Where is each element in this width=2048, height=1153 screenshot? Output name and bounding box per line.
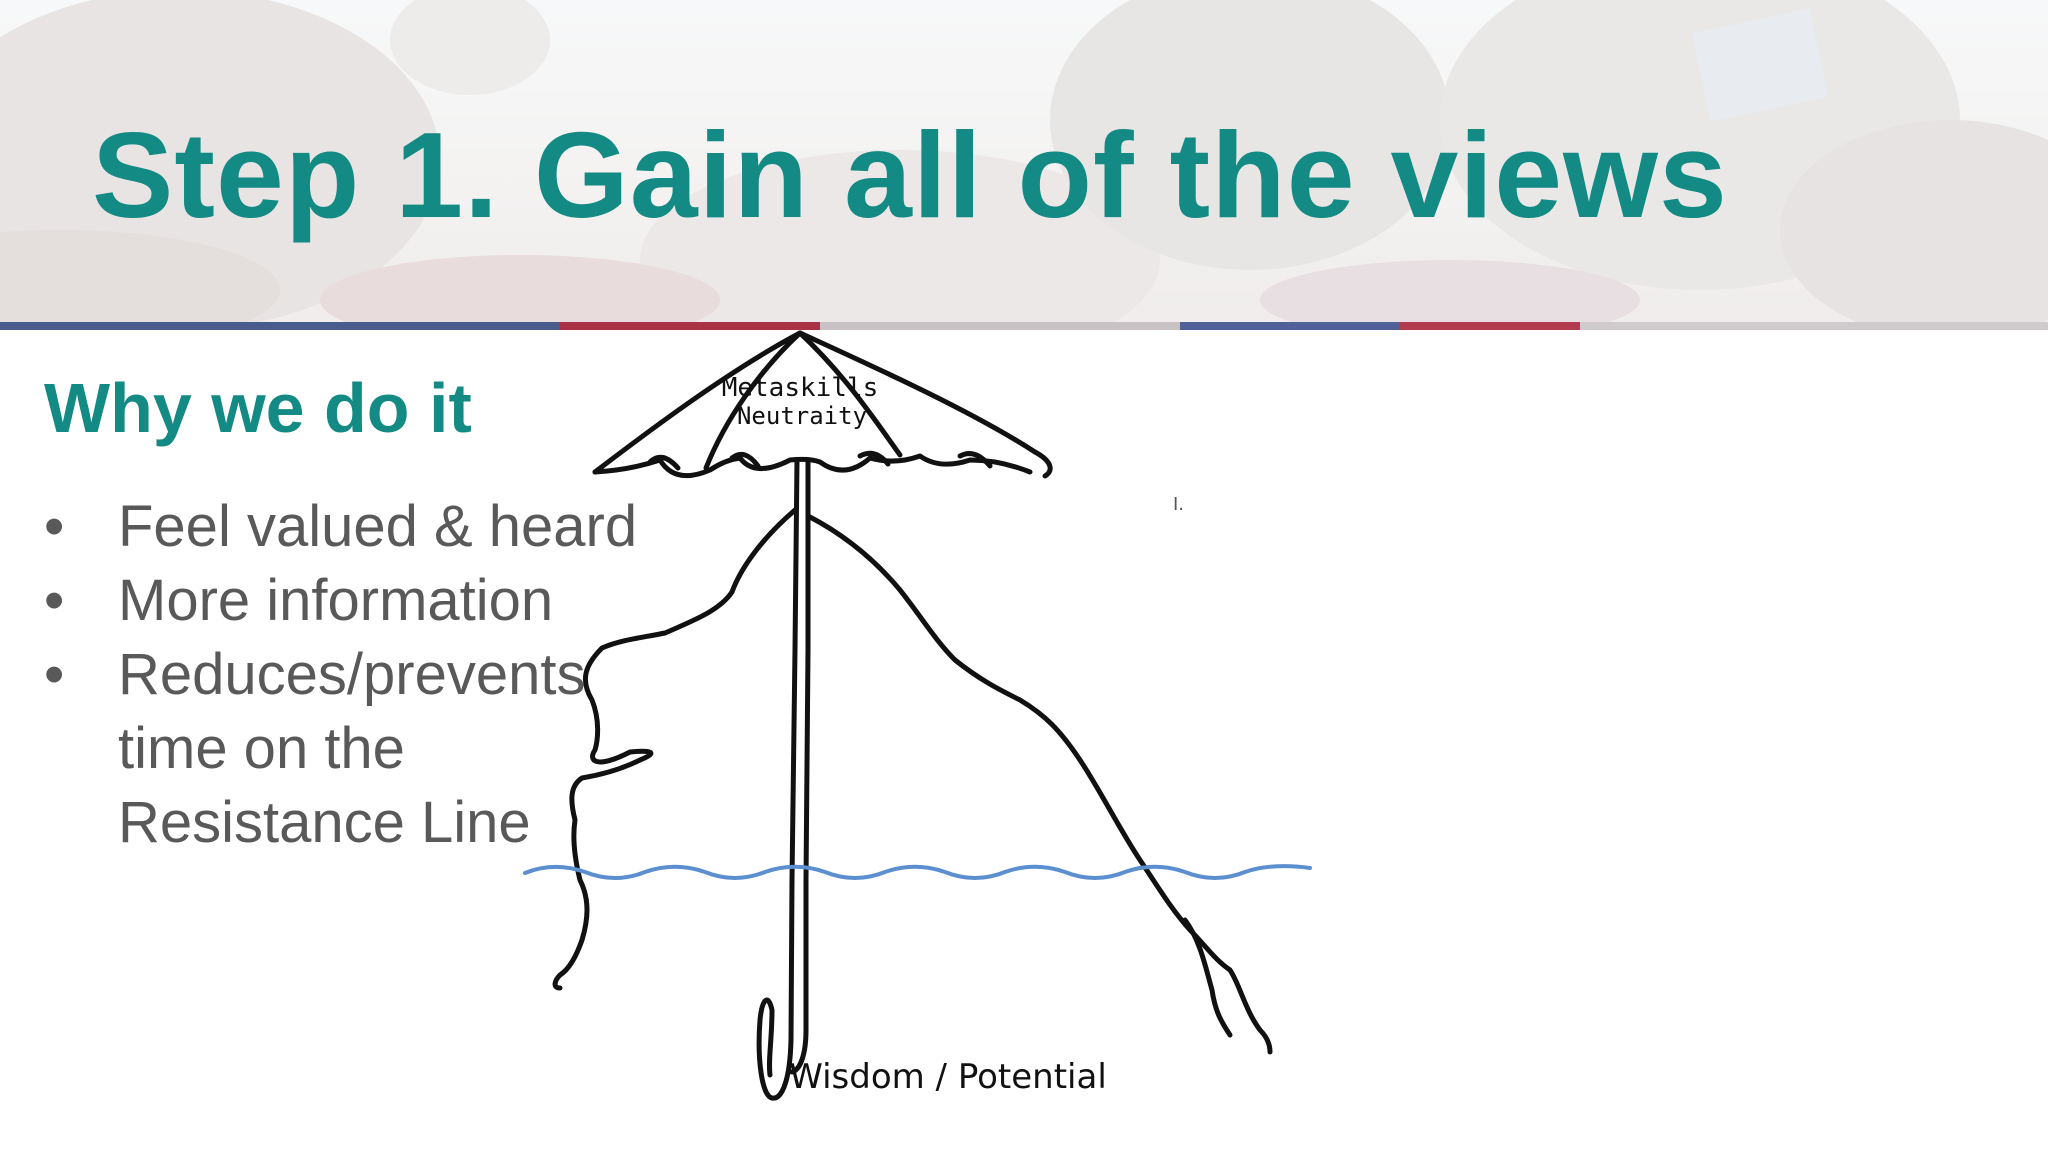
- diagram-caption: Wisdom / Potential: [789, 1057, 1107, 1097]
- umbrella-scallop-edge: [592, 453, 1033, 479]
- banner-bottom-edge: [0, 322, 2048, 330]
- umbrella-label-top: Metaskills: [722, 373, 879, 403]
- banner-wash-overlay: [0, 0, 2048, 330]
- bullet-list: • Feel valued & heard • More information •…: [44, 490, 644, 860]
- bullet-dot-icon: •: [44, 494, 65, 559]
- umbrella-canopy: [592, 330, 1053, 479]
- bullet-dot-icon: •: [44, 642, 65, 707]
- bullet-dot-icon: •: [44, 568, 65, 633]
- umbrella-hook-handle: [756, 997, 794, 1101]
- iceberg-right-slope: [805, 513, 1273, 1055]
- bullet-item: • Feel valued & heard: [44, 490, 644, 564]
- umbrella-rib-right: [797, 330, 903, 458]
- umbrella-rib-left: [703, 330, 803, 471]
- header-banner: Step 1. Gain all of the views: [0, 0, 2048, 330]
- umbrella-iceberg-diagram: Metaskills Neutraity Wisdom / Potential …: [523, 330, 1312, 1101]
- umbrella-shaft-right: [789, 457, 811, 1075]
- bullet-item: • More information: [44, 564, 644, 638]
- bullet-text: Feel valued & heard: [118, 494, 638, 559]
- bullet-text: Reduces/prevents time on the Resistance …: [118, 642, 586, 855]
- umbrella-shaft-left: [788, 457, 800, 1043]
- bullet-text: More information: [118, 568, 554, 633]
- iceberg-outline: [552, 507, 798, 991]
- resistance-water-line: [523, 864, 1312, 880]
- stray-mark: I.: [1173, 494, 1184, 515]
- bullet-item: • Reduces/prevents time on the Resistance…: [44, 638, 644, 860]
- slide-title: Step 1. Gain all of the views: [92, 107, 1728, 243]
- section-subheading: Why we do it: [44, 369, 472, 447]
- umbrella-label-bottom: Neutraity: [737, 402, 867, 430]
